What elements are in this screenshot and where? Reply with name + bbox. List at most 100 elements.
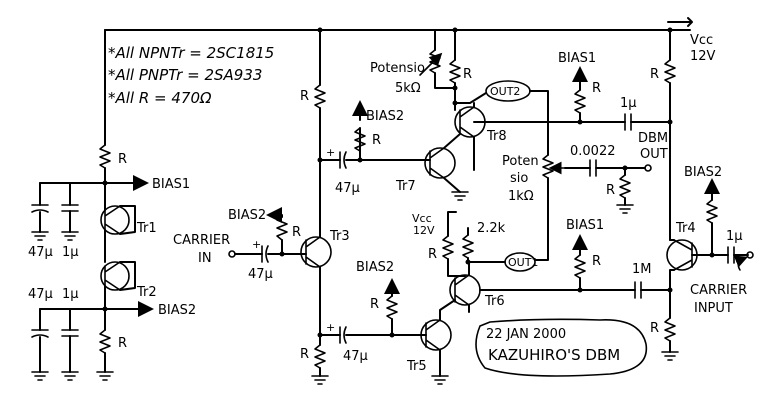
resistor-left-top: R <box>99 144 127 169</box>
svg-text:2.2k: 2.2k <box>477 221 506 236</box>
svg-text:BIAS2: BIAS2 <box>228 208 266 223</box>
svg-text:R: R <box>118 336 127 351</box>
resistor-bias1-mid: R <box>574 254 601 279</box>
svg-text:INPUT: INPUT <box>694 301 733 316</box>
resistor-bias2-mid: R <box>370 295 398 320</box>
potentiometer-5k: Potensio 5kΩ <box>370 49 443 96</box>
svg-text:R: R <box>428 247 437 262</box>
svg-text:R: R <box>118 152 127 167</box>
transistor-tr4: Tr4 <box>666 221 698 271</box>
svg-text:Tr5: Tr5 <box>406 359 427 374</box>
transistor-tr7: Tr7 <box>395 147 456 194</box>
svg-text:1μ: 1μ <box>726 229 743 244</box>
svg-text:Vcc: Vcc <box>690 33 713 48</box>
svg-text:OUT: OUT <box>640 147 668 162</box>
potentiometer-1k: Poten sio 1kΩ <box>502 154 566 204</box>
svg-text:Potensio: Potensio <box>370 61 425 76</box>
small-vcc-label: Vcc 12V <box>412 212 435 237</box>
svg-text:1μ: 1μ <box>62 287 79 302</box>
svg-text:47μ: 47μ <box>343 349 368 364</box>
resistor-tr4-collector: R <box>650 59 676 84</box>
dbm-out-port: DBM OUT <box>638 131 668 162</box>
transistor-tr2: Tr2 <box>100 261 157 300</box>
transistor-tr3: Tr3 <box>300 229 350 268</box>
svg-text:sio: sio <box>510 171 528 186</box>
svg-text:12V: 12V <box>690 49 716 64</box>
out1-node: OUT1 <box>504 252 538 272</box>
svg-text:BIAS2: BIAS2 <box>684 165 722 180</box>
svg-text:R: R <box>300 347 309 362</box>
transistor-tr5: Tr5 <box>406 319 452 374</box>
svg-text:IN: IN <box>198 251 212 266</box>
svg-text:47μ: 47μ <box>335 181 360 196</box>
svg-text:Vcc: Vcc <box>412 212 432 225</box>
svg-text:5kΩ: 5kΩ <box>395 81 421 96</box>
svg-text:47μ: 47μ <box>28 245 53 260</box>
svg-text:R: R <box>592 81 601 96</box>
svg-text:*All NPNTr = 2SC1815: *All NPNTr = 2SC1815 <box>108 44 274 62</box>
footer-date: 22 JAN 2000 <box>486 327 566 342</box>
out2-node: OUT2 <box>485 80 531 102</box>
svg-text:BIAS1: BIAS1 <box>558 51 596 66</box>
svg-text:*All PNPTr = 2SA933: *All PNPTr = 2SA933 <box>108 66 262 84</box>
svg-text:Tr2: Tr2 <box>136 285 157 300</box>
resistor-tr8-collector: R <box>449 59 472 84</box>
resistor-left-bottom: R <box>99 329 127 354</box>
svg-text:+: + <box>326 146 335 159</box>
resistor-bias1-top: R <box>574 81 601 114</box>
svg-text:Tr7: Tr7 <box>395 179 416 194</box>
carrier-input-port: CARRIER INPUT <box>690 283 747 316</box>
svg-text:Tr1: Tr1 <box>136 221 157 236</box>
svg-text:1μ: 1μ <box>620 96 637 111</box>
bias1-left-label: BIAS1 <box>152 177 190 192</box>
svg-text:12V: 12V <box>413 224 435 237</box>
svg-text:Tr6: Tr6 <box>484 294 505 309</box>
bias2-left-label: BIAS2 <box>158 303 196 318</box>
svg-text:OUT1: OUT1 <box>508 256 538 269</box>
svg-text:BIAS2: BIAS2 <box>356 260 394 275</box>
svg-text:+: + <box>326 321 335 334</box>
transistor-tr1: Tr1 <box>100 205 157 236</box>
svg-text:47μ: 47μ <box>28 287 53 302</box>
svg-text:Poten: Poten <box>502 154 539 169</box>
svg-text:R: R <box>300 89 309 104</box>
vcc-label: Vcc 12V <box>690 33 716 64</box>
resistor-dbm-out: R <box>606 174 631 199</box>
svg-text:1μ: 1μ <box>62 245 79 260</box>
svg-text:BIAS2: BIAS2 <box>366 109 404 124</box>
svg-text:R: R <box>372 133 381 148</box>
svg-text:DBM: DBM <box>638 131 668 146</box>
carrier-in-port: CARRIER IN <box>173 233 236 266</box>
transistor-tr6: Tr6 <box>449 274 505 309</box>
svg-text:BIAS1: BIAS1 <box>566 218 604 233</box>
resistor-tr5-left: R <box>300 344 326 369</box>
footer-title: KAZUHIRO'S DBM <box>488 346 620 364</box>
resistor-2k2: 2.2k <box>462 221 506 259</box>
resistor-bias2-top: R <box>354 127 381 152</box>
svg-text:Tr4: Tr4 <box>675 221 696 236</box>
svg-text:1M: 1M <box>632 262 652 277</box>
svg-text:+: + <box>252 238 261 251</box>
svg-text:47μ: 47μ <box>248 267 273 282</box>
svg-text:R: R <box>650 67 659 82</box>
svg-text:OUT2: OUT2 <box>490 85 520 98</box>
transistor-tr8: Tr8 <box>454 106 507 144</box>
svg-text:R: R <box>592 254 601 269</box>
svg-text:R: R <box>650 321 659 336</box>
title-block: 22 JAN 2000 KAZUHIRO'S DBM <box>475 318 648 377</box>
component-notes: *All NPNTr = 2SC1815 *All PNPTr = 2SA933… <box>108 44 274 107</box>
svg-text:0.0022: 0.0022 <box>570 144 616 159</box>
svg-text:R: R <box>463 67 472 82</box>
svg-text:Tr8: Tr8 <box>486 129 507 144</box>
svg-text:R: R <box>370 297 379 312</box>
resistor-tr3-collector: R <box>300 84 326 109</box>
svg-text:R: R <box>606 183 615 198</box>
resistor-tr3-bias: R <box>276 216 301 241</box>
svg-text:R: R <box>292 225 301 240</box>
svg-text:*All R = 470Ω: *All R = 470Ω <box>108 89 212 107</box>
svg-text:CARRIER: CARRIER <box>690 283 747 298</box>
resistor-tr6-collector: R <box>428 235 454 262</box>
svg-text:Tr3: Tr3 <box>329 229 350 244</box>
